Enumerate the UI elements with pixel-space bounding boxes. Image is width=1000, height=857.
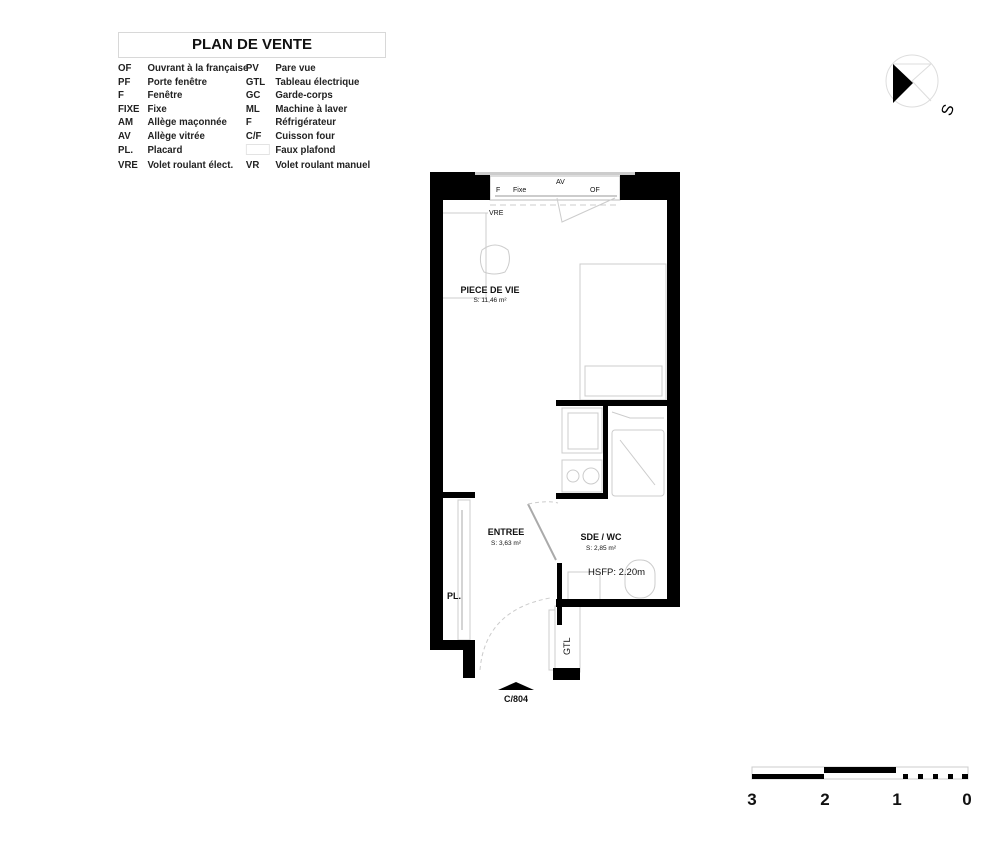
legend-title: PLAN DE VENTE <box>118 32 386 58</box>
window-of-label: OF <box>590 187 600 194</box>
entrance-label: C/804 <box>504 694 528 704</box>
bed <box>579 263 667 401</box>
walls <box>430 172 680 680</box>
entrance-arrow-icon <box>498 682 534 690</box>
placard-label: PL. <box>447 591 461 601</box>
scale-tick-0: 0 <box>962 790 971 809</box>
legend-label: Ouvrant à la française <box>147 62 249 74</box>
window-fixe-label: Fixe <box>513 187 526 194</box>
scale-bar <box>751 766 969 780</box>
legend-label: Volet roulant élect. <box>147 159 234 172</box>
legend-code: F <box>245 116 252 129</box>
legend-code: VR <box>245 159 260 172</box>
scale-tick-2: 2 <box>820 790 829 809</box>
legend-code: GTL <box>245 75 266 88</box>
legend-code: GC <box>245 89 261 102</box>
gtl-label: GTL <box>562 637 572 655</box>
legend-code: ML <box>245 102 260 115</box>
legend-code: C/F <box>245 129 262 142</box>
compass-label: S <box>938 102 958 118</box>
legend-code: FIXE <box>118 102 140 115</box>
legend-label: Réfrigérateur <box>275 116 336 129</box>
legend-label: Faux plafond <box>275 143 336 156</box>
hsfp-label: HSFP: 2.20m <box>588 567 645 578</box>
legend-code: VRE <box>118 159 138 172</box>
room-area-piece: S: 11,46 m² <box>473 297 507 304</box>
room-area-sde: S: 2,85 m² <box>586 545 617 552</box>
legend-label: Volet roulant manuel <box>275 159 371 172</box>
legend-code: PL. <box>118 143 134 156</box>
room-area-entree: S: 3,63 m² <box>491 540 522 547</box>
pillow <box>584 365 663 397</box>
legend-label: Garde-corps <box>275 89 333 102</box>
legend-label: Fixe <box>147 102 167 115</box>
legend-label: Cuisson four <box>275 129 335 142</box>
legend-code <box>245 143 275 160</box>
compass-icon <box>885 54 939 108</box>
room-name-entree: ENTREE <box>488 527 525 537</box>
scale-tick-1: 1 <box>892 790 901 809</box>
legend-code: PF <box>118 75 131 88</box>
legend-label: Fenêtre <box>147 89 183 102</box>
legend-label: Porte fenêtre <box>147 75 208 88</box>
legend-label: Pare vue <box>275 62 316 74</box>
legend-label: Placard <box>147 143 183 156</box>
legend-code: AV <box>118 129 131 142</box>
legend-label: Machine à laver <box>275 102 348 115</box>
legend-label: Allège vitrée <box>147 129 205 142</box>
toilet <box>624 559 656 599</box>
legend-code: PV <box>245 62 259 74</box>
room-name-sde: SDE / WC <box>580 532 622 542</box>
legend-code: F <box>118 89 124 102</box>
window-f-label: F <box>496 187 500 194</box>
legend-label: Allège maçonnée <box>147 116 227 129</box>
scale-tick-3: 3 <box>747 790 756 809</box>
window-av-label: AV <box>556 179 565 186</box>
furniture <box>443 175 667 673</box>
window-vre-label: VRE <box>489 210 504 217</box>
legend-label: Tableau électrique <box>275 75 360 88</box>
legend-code: OF <box>118 62 132 74</box>
shower <box>611 429 665 497</box>
faux-plafond-swatch <box>245 143 270 155</box>
room-name-piece: PIECE DE VIE <box>460 285 519 295</box>
legend-code: AM <box>118 116 134 129</box>
